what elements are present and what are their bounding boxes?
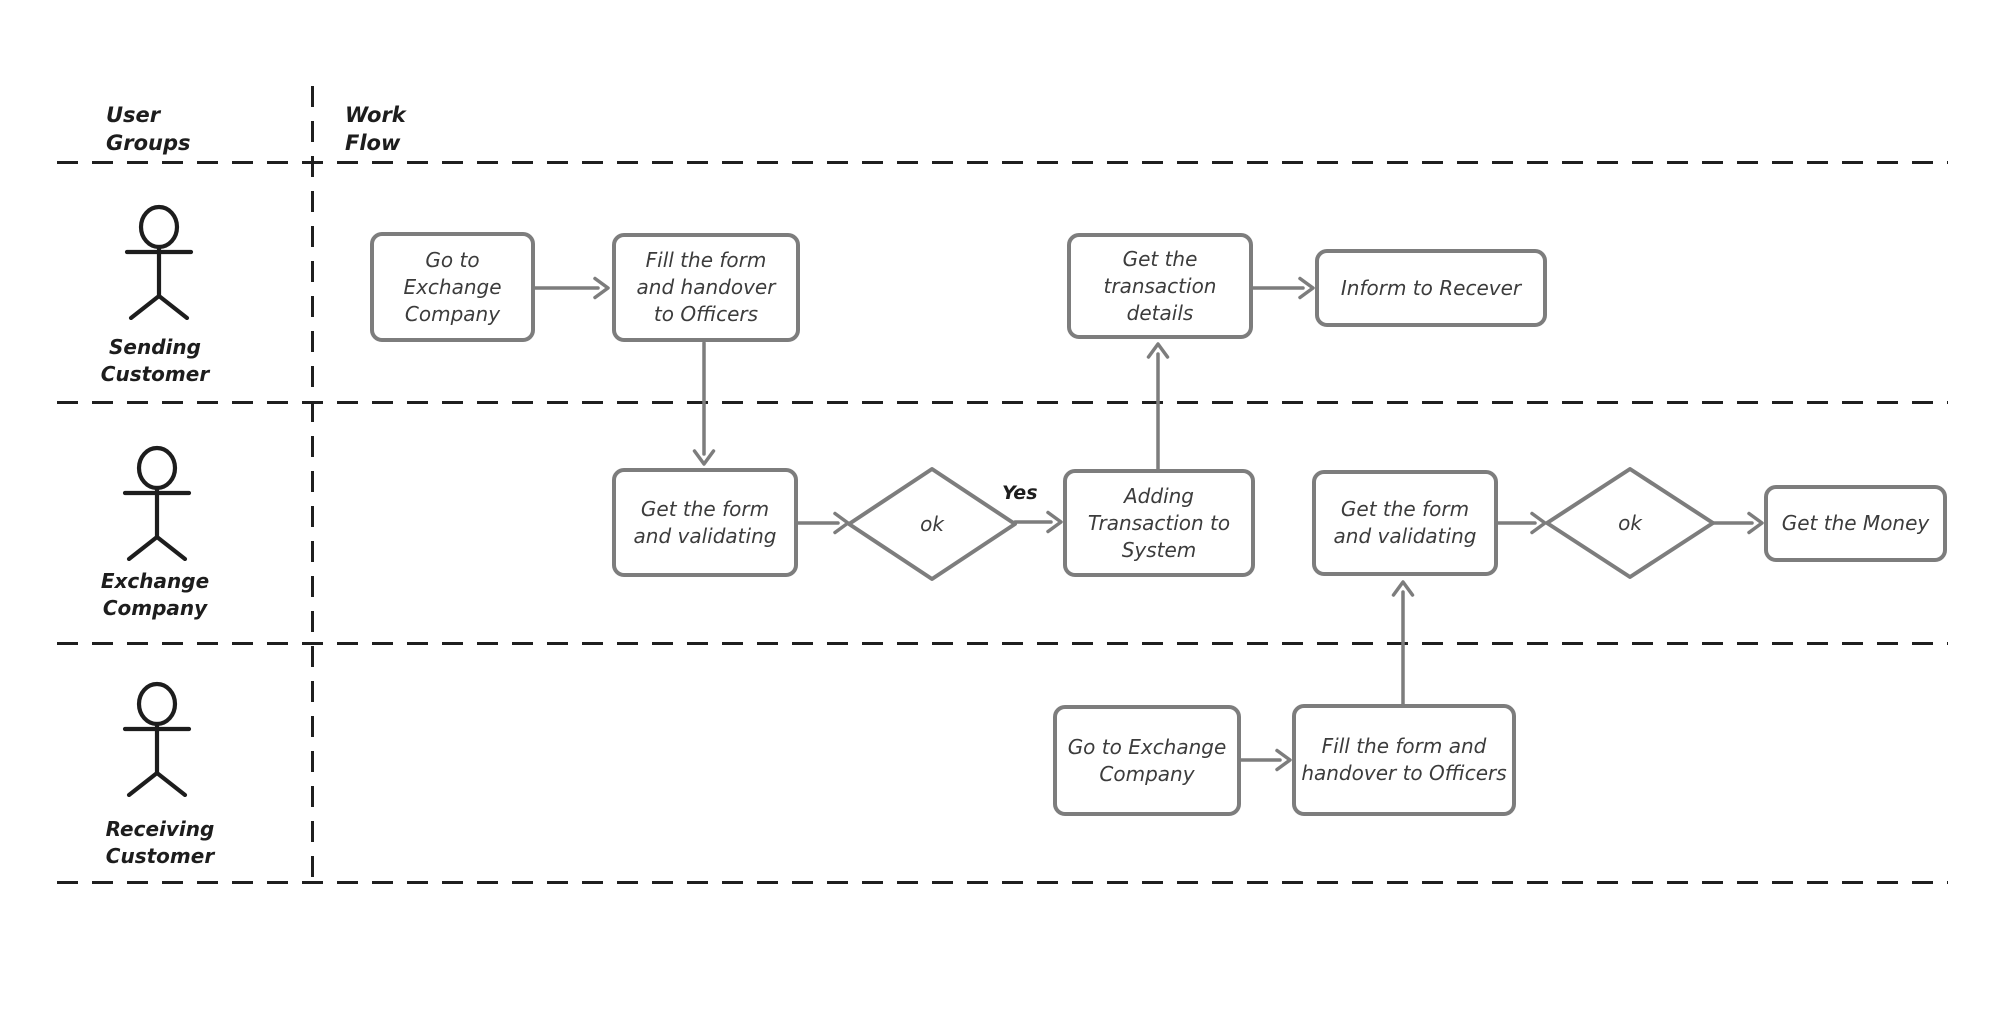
process-go-to-exchange-company-2[interactable]: Go to Exchange Company bbox=[1053, 705, 1241, 816]
process-label: Inform to Recever bbox=[1340, 275, 1522, 300]
arrow-adding-to-details[interactable] bbox=[1146, 340, 1170, 471]
process-label: Go to Exchange Company bbox=[403, 247, 502, 326]
lane-label-receiving-customer: Receiving Customer bbox=[105, 817, 215, 868]
arrow-validating-to-ok-2[interactable] bbox=[1496, 511, 1549, 535]
process-label: Get the form and validating bbox=[1333, 497, 1477, 548]
process-label: Adding Transaction to System bbox=[1087, 483, 1231, 562]
arrow-fill-form-to-validating-1[interactable] bbox=[692, 341, 716, 468]
arrow-go-to-fill-form-1[interactable] bbox=[533, 276, 612, 300]
arrow-fill-form-to-validating-2[interactable] bbox=[1391, 578, 1415, 708]
edge-label-yes: Yes bbox=[1002, 482, 1038, 504]
process-label: Get the form and validating bbox=[633, 496, 777, 548]
process-inform-to-recever[interactable]: Inform to Recever bbox=[1315, 249, 1547, 327]
process-fill-form-handover-1[interactable]: Fill the form and handover to Officers bbox=[612, 233, 800, 342]
decision-label: ok bbox=[920, 511, 944, 536]
decision-ok-1[interactable]: ok bbox=[846, 466, 1018, 582]
arrow-ok-to-adding-transaction[interactable] bbox=[1013, 510, 1065, 534]
person-icon-receiving-customer[interactable] bbox=[117, 681, 197, 797]
diamond-shape bbox=[847, 467, 1017, 581]
process-adding-transaction-to-system[interactable]: Adding Transaction to System bbox=[1063, 469, 1255, 577]
process-label: Fill the form and handover to Officers bbox=[636, 248, 776, 326]
work-flow-header: Work Flow bbox=[345, 103, 406, 155]
process-get-form-validating-2[interactable]: Get the form and validating bbox=[1312, 470, 1498, 576]
lane-divider-2 bbox=[57, 642, 1948, 645]
arrow-go-to-fill-form-2[interactable] bbox=[1239, 748, 1294, 772]
person-icon-exchange-company[interactable] bbox=[117, 445, 197, 561]
process-fill-form-handover-2[interactable]: Fill the form and handover to Officers bbox=[1292, 704, 1516, 816]
process-go-to-exchange-company-1[interactable]: Go to Exchange Company bbox=[370, 232, 535, 342]
process-get-the-money[interactable]: Get the Money bbox=[1764, 485, 1947, 562]
process-label: Fill the form and handover to Officers bbox=[1301, 734, 1507, 785]
process-label: Go to Exchange Company bbox=[1067, 734, 1227, 786]
process-label: Get the Money bbox=[1781, 511, 1930, 535]
column-divider bbox=[311, 86, 314, 884]
lane-label-sending-customer: Sending Customer bbox=[100, 335, 210, 386]
lane-divider-header bbox=[57, 161, 1948, 164]
person-icon-sending-customer[interactable] bbox=[119, 204, 199, 320]
arrow-validating-to-ok-1[interactable] bbox=[796, 511, 852, 535]
lane-divider-1 bbox=[57, 401, 1948, 404]
process-label: Get the transaction details bbox=[1103, 246, 1217, 325]
decision-label: ok bbox=[1618, 510, 1642, 535]
lane-divider-bottom bbox=[57, 881, 1948, 884]
arrow-ok-to-get-money[interactable] bbox=[1711, 511, 1766, 535]
lane-label-exchange-company: Exchange Company bbox=[100, 569, 210, 620]
process-get-transaction-details[interactable]: Get the transaction details bbox=[1067, 233, 1253, 339]
user-groups-header: User Groups bbox=[106, 103, 191, 155]
arrow-details-to-inform[interactable] bbox=[1251, 276, 1317, 300]
decision-ok-2[interactable]: ok bbox=[1544, 466, 1716, 580]
process-get-form-validating-1[interactable]: Get the form and validating bbox=[612, 468, 798, 577]
